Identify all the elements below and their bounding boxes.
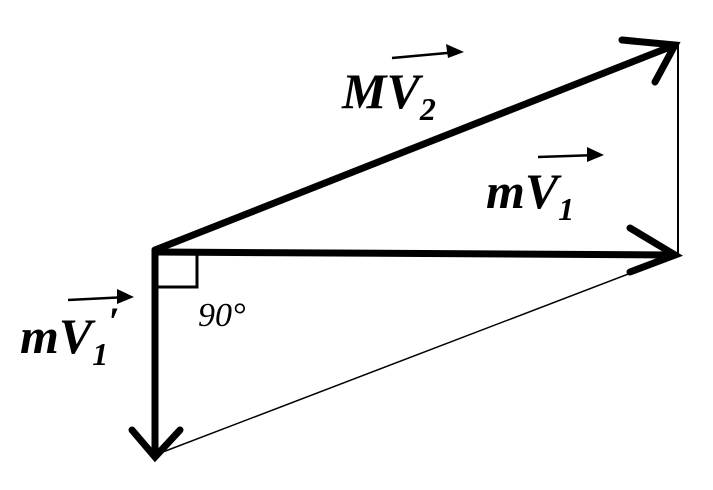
label-MV2-overarrow <box>391 50 459 60</box>
label-MV2: MV2 <box>341 44 464 127</box>
vector-MV2 <box>151 36 681 254</box>
label-MV2-base: MV <box>341 63 423 119</box>
label-mV1-overarrow-head <box>587 147 604 162</box>
right-angle-marker <box>155 252 199 289</box>
vector-mV1-prime-arrowhead <box>128 426 184 463</box>
label-mV1: mV1 <box>486 147 604 227</box>
vector-mV1-shaft <box>151 248 679 259</box>
label-mV1-base: mV <box>486 163 562 219</box>
label-mV1-prime-mark: ′ <box>108 299 119 344</box>
label-MV2-overarrow-head <box>446 44 464 58</box>
vector-MV2-shaft <box>151 41 679 254</box>
svg-text:mV1: mV1 <box>486 163 574 227</box>
connector-line-bottom <box>154 254 679 456</box>
vector-mV1-prime <box>128 246 184 463</box>
label-mV1-prime: mV1′ <box>20 289 134 372</box>
svg-text:MV2: MV2 <box>341 63 436 127</box>
label-mV1-prime-base: mV <box>20 308 96 364</box>
vector-mV1 <box>151 224 684 276</box>
label-MV2-sub: 2 <box>419 91 436 127</box>
label-mV1-prime-sub: 1 <box>92 336 108 372</box>
vector-MV2-arrowhead <box>618 36 681 86</box>
angle-label: 90° <box>198 297 246 334</box>
label-mV1-sub: 1 <box>558 191 574 227</box>
label-mV1-prime-overarrow-head <box>117 289 134 304</box>
vector-mV1-arrowhead <box>626 224 684 276</box>
svg-text:mV1′: mV1′ <box>20 299 120 372</box>
